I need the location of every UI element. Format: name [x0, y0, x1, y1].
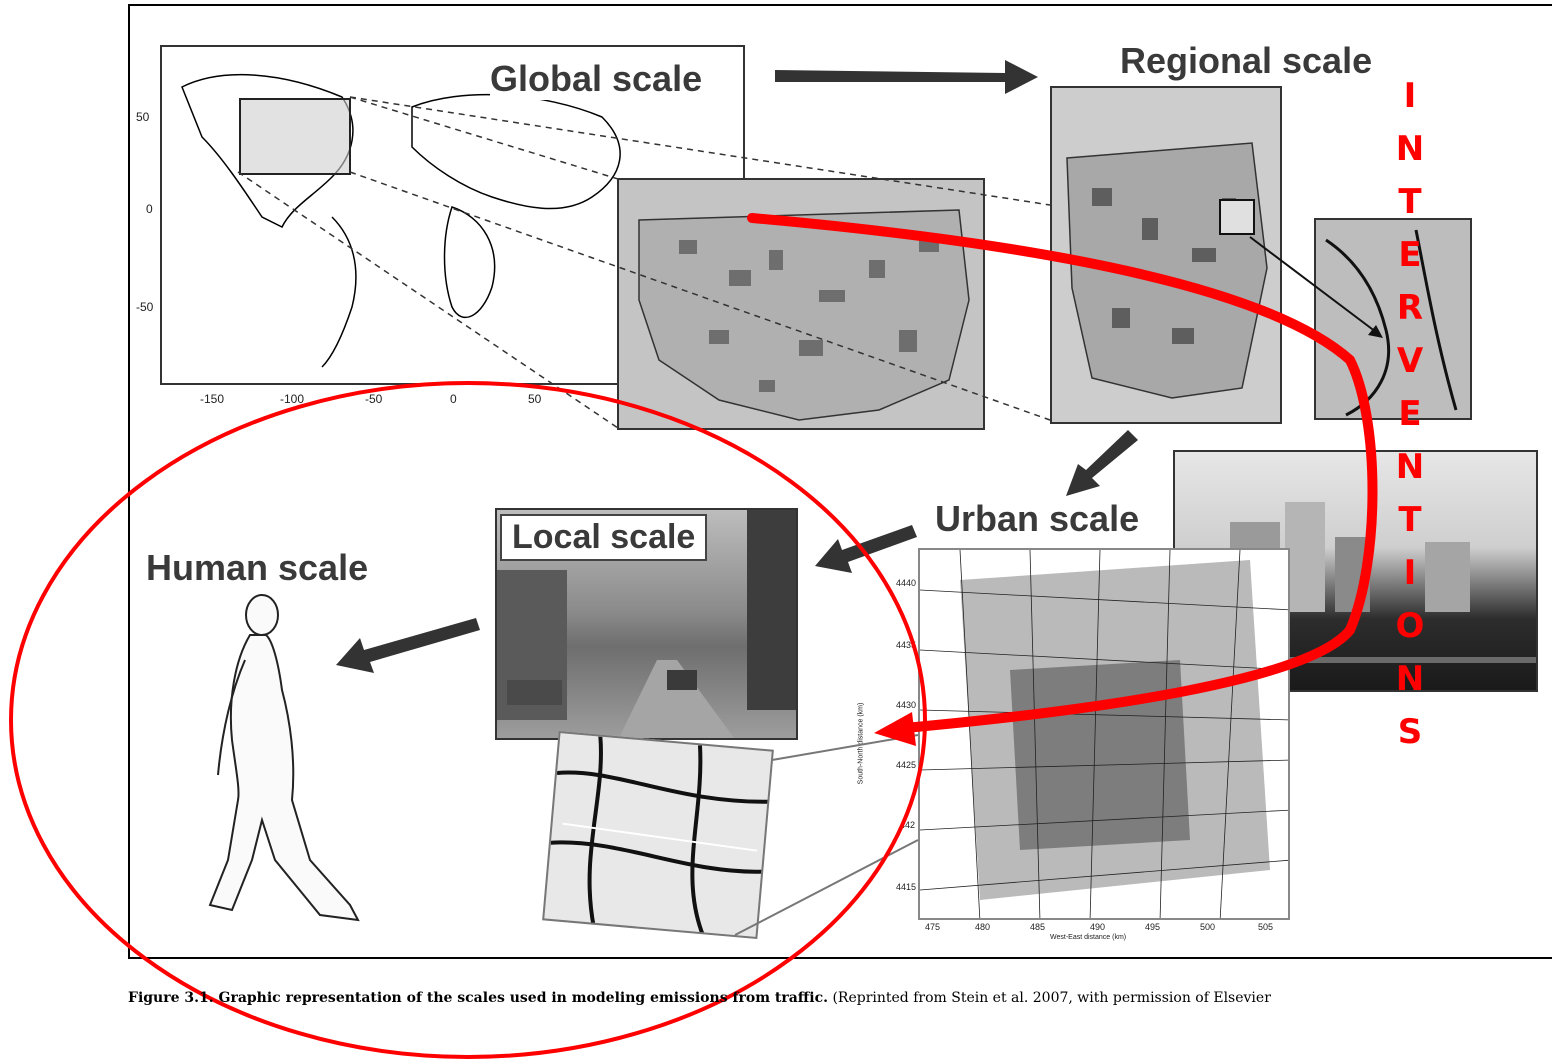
global-x-tick: -150 — [200, 392, 225, 406]
interventions-letter: O — [1395, 606, 1425, 646]
regional-map — [1050, 86, 1282, 424]
interventions-letter: N — [1395, 129, 1425, 169]
urban-x-tick: 480 — [975, 922, 991, 932]
interventions-letter: S — [1397, 712, 1423, 752]
canyon-drawing — [550, 736, 772, 938]
interventions-letter: V — [1396, 341, 1424, 381]
urban-y-tick: 4440 — [896, 578, 917, 588]
interventions-letter: N — [1395, 447, 1425, 487]
global-scale-label: Global scale — [490, 58, 703, 100]
urban-y-tick: 4425 — [896, 760, 917, 770]
urban-x-tick: 500 — [1200, 922, 1216, 932]
caption-bold: Figure 3.1. Graphic representation of th… — [128, 990, 828, 1006]
urban-x-tick: 505 — [1258, 922, 1274, 932]
urban-y-tick: 442 — [900, 820, 916, 830]
global-y-tick: 50 — [136, 110, 150, 124]
regional-scale-label: Regional scale — [1120, 40, 1373, 81]
interventions-letter: E — [1398, 235, 1422, 275]
global-y-tick: 0 — [146, 202, 153, 216]
global-x-tick: 0 — [450, 392, 457, 406]
global-x-tick: 50 — [528, 392, 542, 406]
road-network-drawing — [920, 550, 1288, 918]
urban-x-axis-label: West-East distance (km) — [1050, 934, 1127, 941]
urban-y-tick: 4415 — [896, 882, 917, 892]
interventions-letter: I — [1403, 553, 1417, 593]
interventions-letter: T — [1398, 182, 1422, 222]
us-map-drawing — [638, 209, 970, 421]
figure-caption: Figure 3.1. Graphic representation of th… — [128, 990, 1552, 1006]
us-emissions-map — [617, 178, 985, 430]
global-x-tick: -100 — [280, 392, 305, 406]
urban-scale-label: Urban scale — [935, 498, 1140, 539]
urban-y-axis-label: South-North distance (km) — [857, 702, 865, 785]
urban-y-tick: 4430 — [896, 700, 917, 710]
urban-road-network-map — [918, 548, 1290, 920]
urban-y-tick: 4435 — [896, 640, 917, 650]
interventions-vertical-text: I N T E R V E N T I O N S — [1380, 70, 1440, 759]
interventions-letter: I — [1403, 76, 1417, 116]
urban-x-tick: 495 — [1145, 922, 1161, 932]
human-scale-label: Human scale — [146, 547, 369, 588]
interventions-letter: T — [1398, 500, 1422, 540]
local-scale-label: Local scale — [500, 514, 708, 561]
interventions-letter: N — [1395, 659, 1425, 699]
global-x-tick: -50 — [365, 392, 383, 406]
global-y-tick: -50 — [136, 300, 154, 314]
urban-x-tick: 475 — [925, 922, 941, 932]
street-canyon-model — [542, 730, 774, 940]
regional-map-drawing — [1066, 142, 1268, 399]
interventions-letter: E — [1398, 394, 1422, 434]
interventions-letter: R — [1396, 288, 1424, 328]
urban-x-tick: 490 — [1090, 922, 1106, 932]
caption-source: (Reprinted from Stein et al. 2007, with … — [828, 990, 1271, 1006]
urban-x-tick: 485 — [1030, 922, 1046, 932]
